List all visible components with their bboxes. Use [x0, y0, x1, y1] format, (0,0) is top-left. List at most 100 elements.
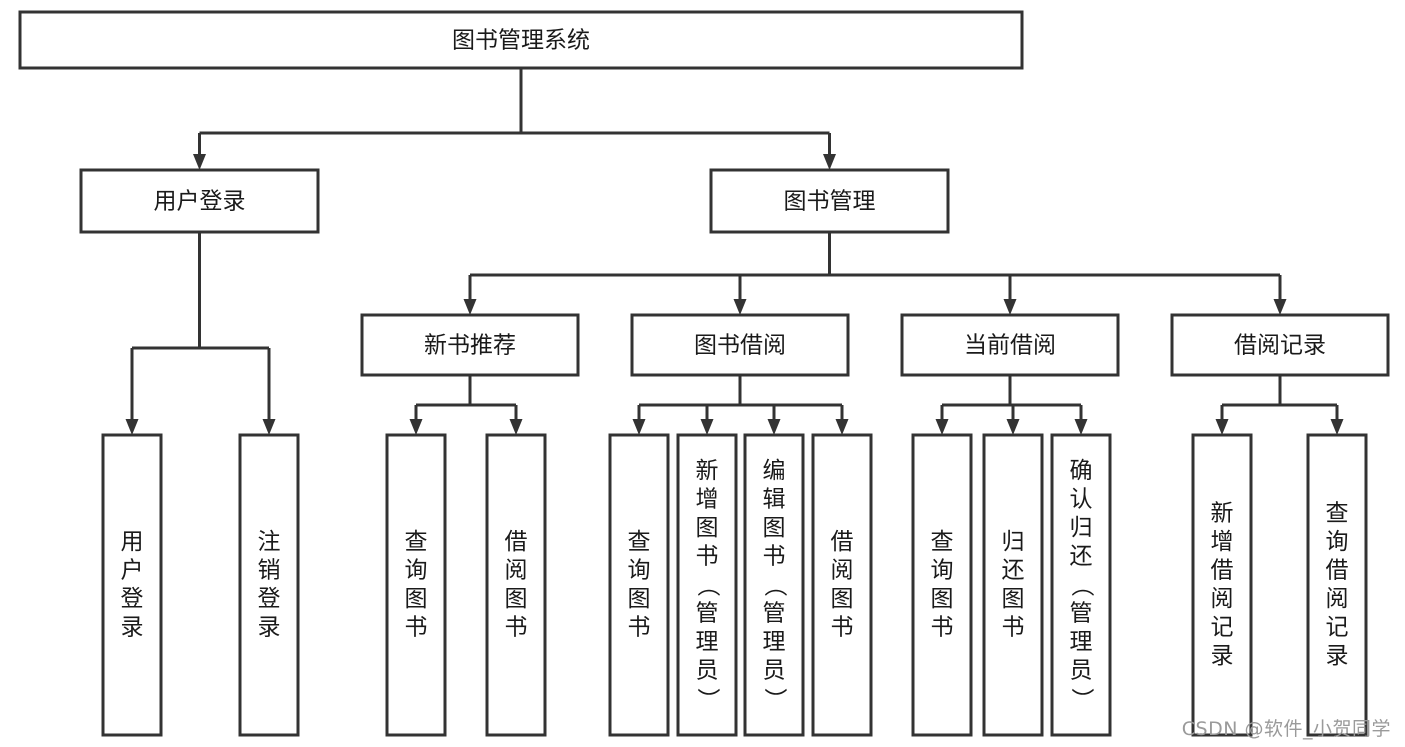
node-box[interactable] — [79, 168, 320, 234]
node-root[interactable]: 图书管理系统 — [18, 10, 1024, 70]
arrow-head-icon — [935, 419, 949, 435]
edge-group-current — [935, 375, 1088, 435]
node-box[interactable] — [485, 433, 547, 737]
node-box[interactable] — [608, 433, 670, 737]
node-label-char: 书 — [505, 614, 528, 640]
node-label-char: 户 — [121, 557, 144, 583]
node-box[interactable] — [900, 313, 1120, 377]
node-label-char: 增 — [696, 486, 719, 512]
node-label-char: 用 — [121, 529, 144, 555]
node-label-char: 查 — [1326, 500, 1349, 526]
node-box[interactable] — [1050, 433, 1112, 737]
edge-group-borrow — [632, 375, 849, 435]
node-label-char: 询 — [405, 557, 428, 583]
node-box[interactable] — [1191, 433, 1253, 737]
arrow-head-icon — [835, 419, 849, 435]
node-current[interactable]: 当前借阅 — [900, 313, 1120, 377]
node-label-char: 管 — [696, 600, 719, 626]
node-box[interactable] — [360, 313, 580, 377]
node-label-char: 询 — [931, 557, 954, 583]
node-borrow[interactable]: 图书借阅 — [630, 313, 850, 377]
node-label-char: 员 — [1070, 657, 1093, 683]
node-label-char: 图 — [1002, 586, 1025, 612]
node-box[interactable] — [982, 433, 1044, 737]
node-label-char: 借 — [505, 529, 528, 555]
arrow-head-icon — [463, 299, 477, 315]
node-label-char: 增 — [1211, 529, 1234, 555]
node-bookmgmt[interactable]: 图书管理 — [709, 168, 950, 234]
arrow-head-icon — [823, 154, 836, 170]
node-label-char: 图 — [831, 586, 854, 612]
node-newbook[interactable]: 新书推荐 — [360, 313, 580, 377]
node-label-char: ） — [762, 688, 788, 711]
node-box[interactable] — [385, 433, 447, 737]
node-box[interactable] — [811, 433, 873, 737]
node-label: 图书管理系统 — [452, 28, 590, 54]
node-label-char: 员 — [763, 657, 786, 683]
node-box[interactable] — [911, 433, 973, 737]
arrow-head-icon — [1215, 419, 1229, 435]
node-box[interactable] — [238, 433, 300, 737]
node-box[interactable] — [101, 433, 163, 737]
node-box[interactable] — [709, 168, 950, 234]
node-label-char: （ — [1069, 574, 1095, 597]
node-label-char: 注 — [258, 529, 281, 555]
node-leaf-user-login[interactable]: 用户登录 — [101, 433, 163, 737]
node-label-char: （ — [695, 574, 721, 597]
node-records[interactable]: 借阅记录 — [1170, 313, 1390, 377]
node-label-char: 录 — [1211, 643, 1234, 669]
node-label-char: 确 — [1070, 458, 1093, 484]
arrow-head-icon — [733, 299, 747, 315]
node-label-char: 图 — [505, 586, 528, 612]
arrow-head-icon — [409, 419, 423, 435]
node-label-char: 查 — [628, 529, 651, 555]
node-box[interactable] — [630, 313, 850, 377]
node-label-char: 归 — [1002, 529, 1025, 555]
node-label: 用户登录 — [154, 189, 246, 215]
node-label-char: 查 — [405, 529, 428, 555]
node-label-char: 新 — [1211, 500, 1234, 526]
node-label-char: 书 — [696, 543, 719, 569]
arrow-head-icon — [262, 419, 276, 435]
edges-layer — [125, 68, 1344, 435]
node-label-char: 询 — [1326, 529, 1349, 555]
arrow-head-icon — [125, 419, 139, 435]
node-box[interactable] — [1306, 433, 1368, 737]
node-label-char: （ — [762, 574, 788, 597]
node-login[interactable]: 用户登录 — [79, 168, 320, 234]
node-box[interactable] — [18, 10, 1024, 70]
arrow-head-icon — [1273, 299, 1287, 315]
node-label-char: 理 — [763, 629, 786, 655]
node-label-char: 书 — [763, 543, 786, 569]
node-label: 当前借阅 — [964, 333, 1056, 359]
arrow-head-icon — [767, 419, 781, 435]
node-label-char: 认 — [1070, 486, 1093, 512]
node-box[interactable] — [1170, 313, 1390, 377]
node-box[interactable] — [676, 433, 738, 737]
node-label-char: 员 — [696, 657, 719, 683]
node-label-char: 借 — [831, 529, 854, 555]
node-label-char: 理 — [1070, 629, 1093, 655]
edge-group-newbook — [409, 375, 523, 435]
edge-group-root — [193, 68, 836, 170]
node-label-char: 图 — [696, 515, 719, 541]
node-label-char: 图 — [405, 586, 428, 612]
node-label-char: 借 — [1326, 557, 1349, 583]
node-box[interactable] — [743, 433, 805, 737]
node-label-char: 销 — [258, 557, 281, 583]
node-label-char: 还 — [1002, 557, 1025, 583]
node-label-char: 记 — [1326, 614, 1349, 640]
node-label-char: 查 — [931, 529, 954, 555]
